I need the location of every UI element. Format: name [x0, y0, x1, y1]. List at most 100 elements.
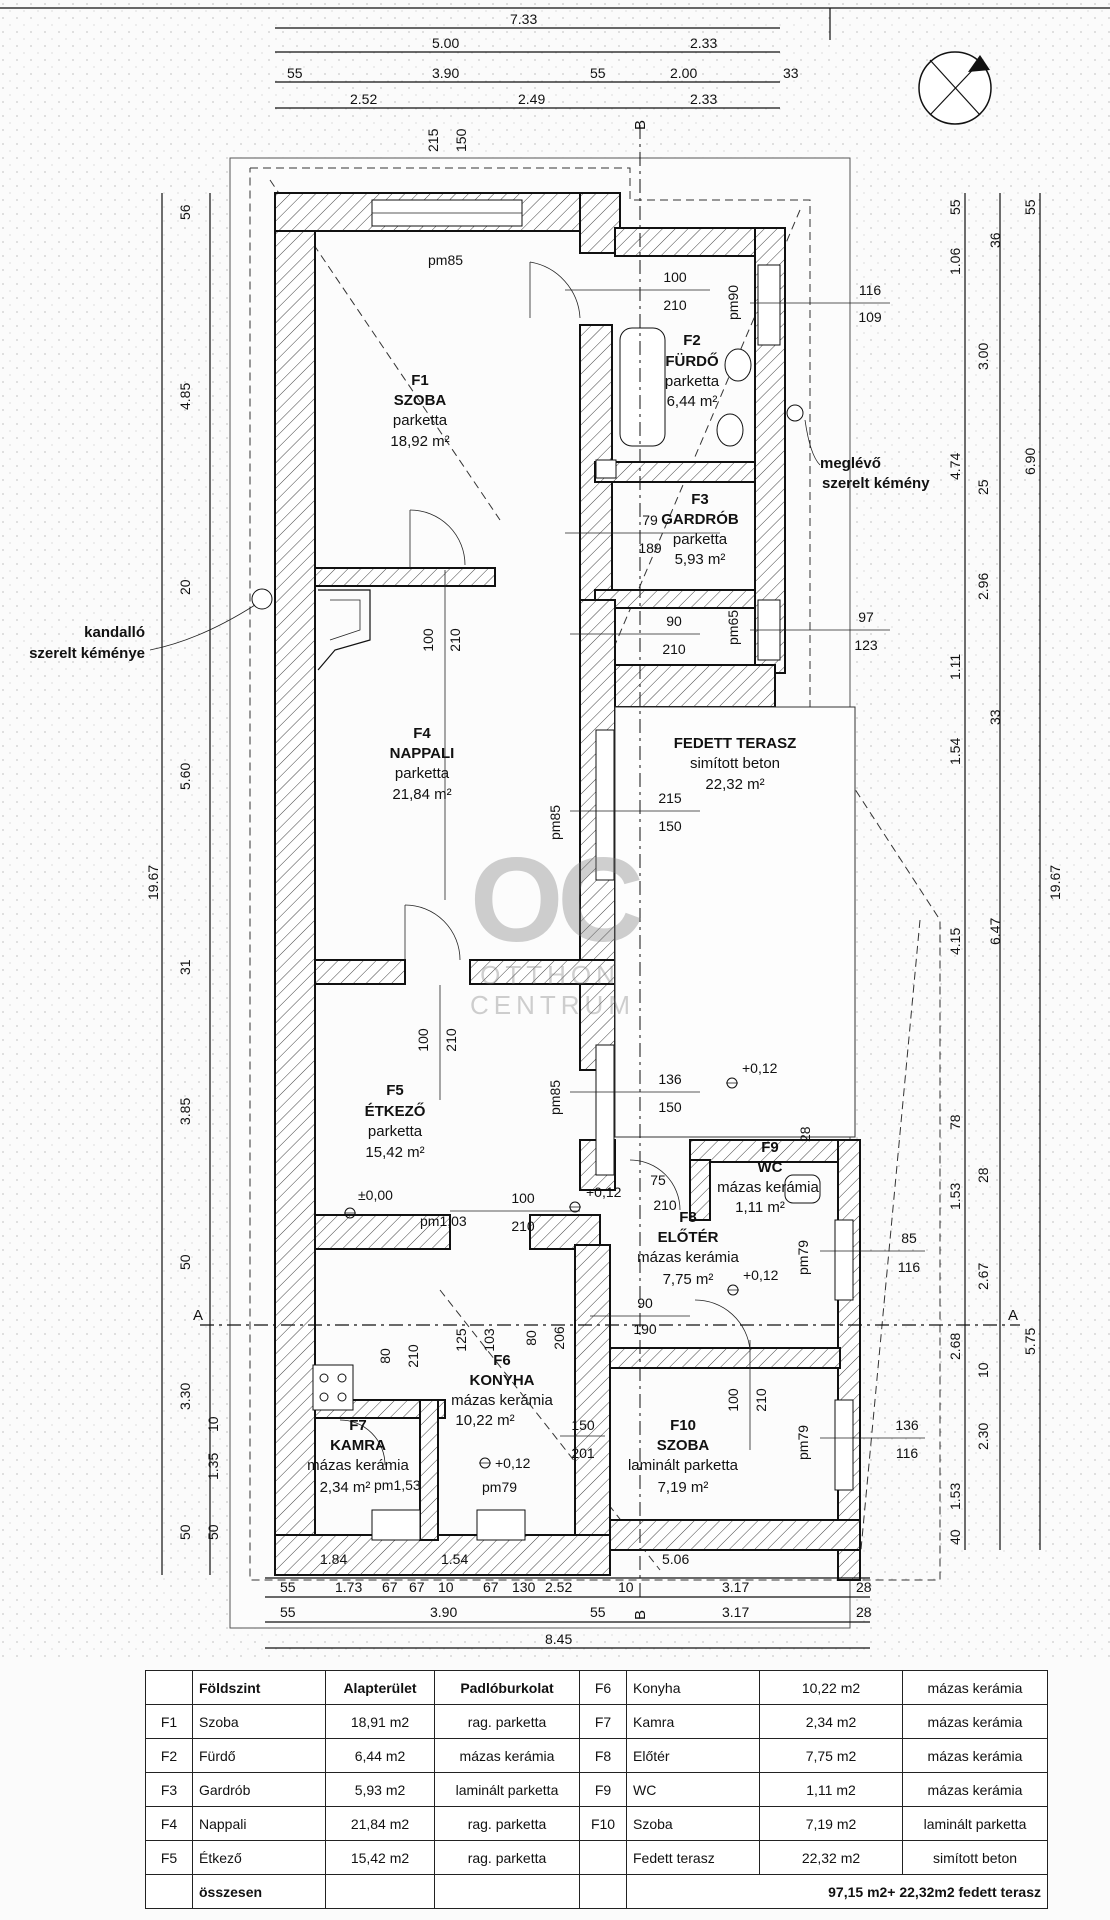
table-cell: 2,34 m2 — [759, 1704, 903, 1739]
svg-text:201: 201 — [571, 1445, 595, 1461]
svg-text:210: 210 — [405, 1344, 421, 1368]
table-row: F2 Fürdő 6,44 m2 mázas kerámia F8 Előtér… — [145, 1738, 1048, 1773]
fireplace-note: kandalló szerelt kéménye — [29, 604, 256, 662]
svg-text:FEDETT TERASZ: FEDETT TERASZ — [674, 735, 797, 752]
dim-left: 4.85 — [177, 383, 193, 410]
svg-text:ÉTKEZŐ: ÉTKEZŐ — [365, 1102, 426, 1120]
table-cell: Előtér — [626, 1738, 760, 1773]
svg-text:mázas kerámia: mázas kerámia — [717, 1179, 819, 1196]
svg-text:210: 210 — [663, 297, 687, 313]
svg-text:laminált parketta: laminált parketta — [628, 1457, 739, 1474]
dim-bottom: 10 — [618, 1579, 634, 1595]
dim-right: 55 — [1022, 199, 1038, 215]
svg-text:pm85: pm85 — [428, 252, 463, 268]
table-cell: F6 — [579, 1670, 627, 1705]
svg-text:pm65: pm65 — [725, 610, 741, 645]
svg-text:75: 75 — [650, 1172, 666, 1188]
room-f9: F9 WC mázas kerámia 1,11 m² — [717, 1139, 819, 1216]
table-row: F5 Étkező 15,42 m2 rag. parketta Fedett … — [145, 1840, 1048, 1875]
table-cell: F5 — [145, 1840, 193, 1875]
dim-opening: 150 — [453, 128, 469, 152]
watermark-line2: CENTRUM — [470, 990, 635, 1020]
dim-left: 56 — [177, 204, 193, 220]
dim-left: 31 — [177, 959, 193, 975]
svg-text:F3: F3 — [691, 491, 709, 508]
dim-right: 6.47 — [987, 918, 1003, 945]
dim-bottom: 1.54 — [441, 1551, 468, 1567]
svg-text:parketta: parketta — [368, 1123, 423, 1140]
svg-text:206: 206 — [551, 1326, 567, 1350]
dim-bottom: 28 — [856, 1579, 872, 1595]
right-dimensions: 19.67 55 1.06 3.00 4.74 25 2.96 1.11 1.5… — [947, 193, 1063, 1550]
dim-right: 1.53 — [947, 1483, 963, 1510]
dim-left: 1.35 — [205, 1453, 221, 1480]
dim-opening: 215 — [425, 128, 441, 152]
room-terrace: FEDETT TERASZ simított beton 22,32 m² — [674, 735, 797, 793]
svg-text:6,44 m²: 6,44 m² — [667, 393, 718, 410]
svg-text:109: 109 — [858, 309, 882, 325]
svg-text:NAPPALI: NAPPALI — [390, 745, 455, 762]
svg-text:+0,12: +0,12 — [743, 1267, 779, 1283]
svg-text:5,93 m²: 5,93 m² — [675, 551, 726, 568]
room-f3: F3 GARDRÓB parketta 5,93 m² — [661, 491, 739, 568]
dim-bottom: 3.17 — [722, 1604, 749, 1620]
table-cell: mázas kerámia — [902, 1670, 1048, 1705]
table-cell: F4 — [145, 1806, 193, 1841]
dim-left: 3.30 — [177, 1383, 193, 1410]
svg-text:150: 150 — [658, 1099, 682, 1115]
table-cell: simított beton — [902, 1840, 1048, 1875]
svg-text:90: 90 — [637, 1295, 653, 1311]
watermark-logo: OC — [470, 833, 644, 967]
svg-text:F1: F1 — [411, 372, 429, 389]
svg-text:F6: F6 — [493, 1352, 511, 1369]
svg-text:18,92 m²: 18,92 m² — [390, 433, 449, 450]
svg-text:80: 80 — [377, 1348, 393, 1364]
section-b-top: B — [632, 120, 649, 130]
svg-text:210: 210 — [653, 1197, 677, 1213]
dim-top: 3.90 — [432, 65, 459, 81]
svg-text:FÜRDŐ: FÜRDŐ — [665, 352, 719, 370]
dim-total-bottom: 8.45 — [545, 1631, 572, 1647]
table-cell: F7 — [579, 1704, 627, 1739]
svg-text:kandalló: kandalló — [84, 624, 145, 641]
svg-text:136: 136 — [658, 1071, 682, 1087]
table-cell: 6,44 m2 — [325, 1738, 435, 1773]
svg-text:+0,12: +0,12 — [586, 1184, 622, 1200]
table-row: F4 Nappali 21,84 m2 rag. parketta F10 Sz… — [145, 1806, 1048, 1841]
svg-text:F5: F5 — [386, 1082, 404, 1099]
svg-text:F2: F2 — [683, 332, 701, 349]
dim-bottom: 55 — [590, 1604, 606, 1620]
svg-text:100: 100 — [725, 1388, 741, 1412]
svg-text:100: 100 — [415, 1028, 431, 1052]
svg-text:116: 116 — [859, 282, 882, 298]
svg-text:F4: F4 — [413, 725, 431, 742]
dim-right: 2.67 — [975, 1263, 991, 1290]
table-cell: 5,93 m2 — [325, 1772, 435, 1807]
svg-text:pm85: pm85 — [547, 1080, 563, 1115]
table-header-row: Földszint Alapterület Padlóburkolat F6 K… — [145, 1670, 1048, 1705]
svg-text:F10: F10 — [670, 1417, 696, 1434]
dim-right: 78 — [947, 1114, 963, 1130]
table-cell: Fedett terasz — [626, 1840, 760, 1875]
dim-right-total: 19.67 — [1047, 865, 1063, 900]
svg-text:pm90: pm90 — [725, 285, 741, 320]
svg-text:100: 100 — [511, 1190, 535, 1206]
svg-text:79: 79 — [642, 512, 658, 528]
table-cell — [579, 1840, 627, 1875]
section-line-a: A A — [193, 1307, 1020, 1326]
doors — [339, 261, 751, 1466]
svg-text:116: 116 — [896, 1445, 919, 1461]
dim-bottom: 55 — [280, 1579, 296, 1595]
svg-text:mázas kerámia: mázas kerámia — [451, 1392, 553, 1409]
dim-top: 33 — [783, 65, 799, 81]
table-total-row: összesen 97,15 m2+ 22,32m2 fedett terasz — [145, 1874, 1048, 1909]
svg-text:97: 97 — [858, 609, 874, 625]
header-area: Alapterület — [325, 1670, 435, 1705]
svg-text:215: 215 — [658, 790, 682, 806]
room-f7: F7 KAMRA mázas kerámia 2,34 m² — [307, 1417, 409, 1496]
svg-text:100: 100 — [420, 628, 436, 652]
dim-top: 55 — [287, 65, 303, 81]
svg-text:F8: F8 — [679, 1209, 697, 1226]
svg-text:pm79: pm79 — [482, 1479, 517, 1495]
table-cell: 7,75 m2 — [759, 1738, 903, 1773]
